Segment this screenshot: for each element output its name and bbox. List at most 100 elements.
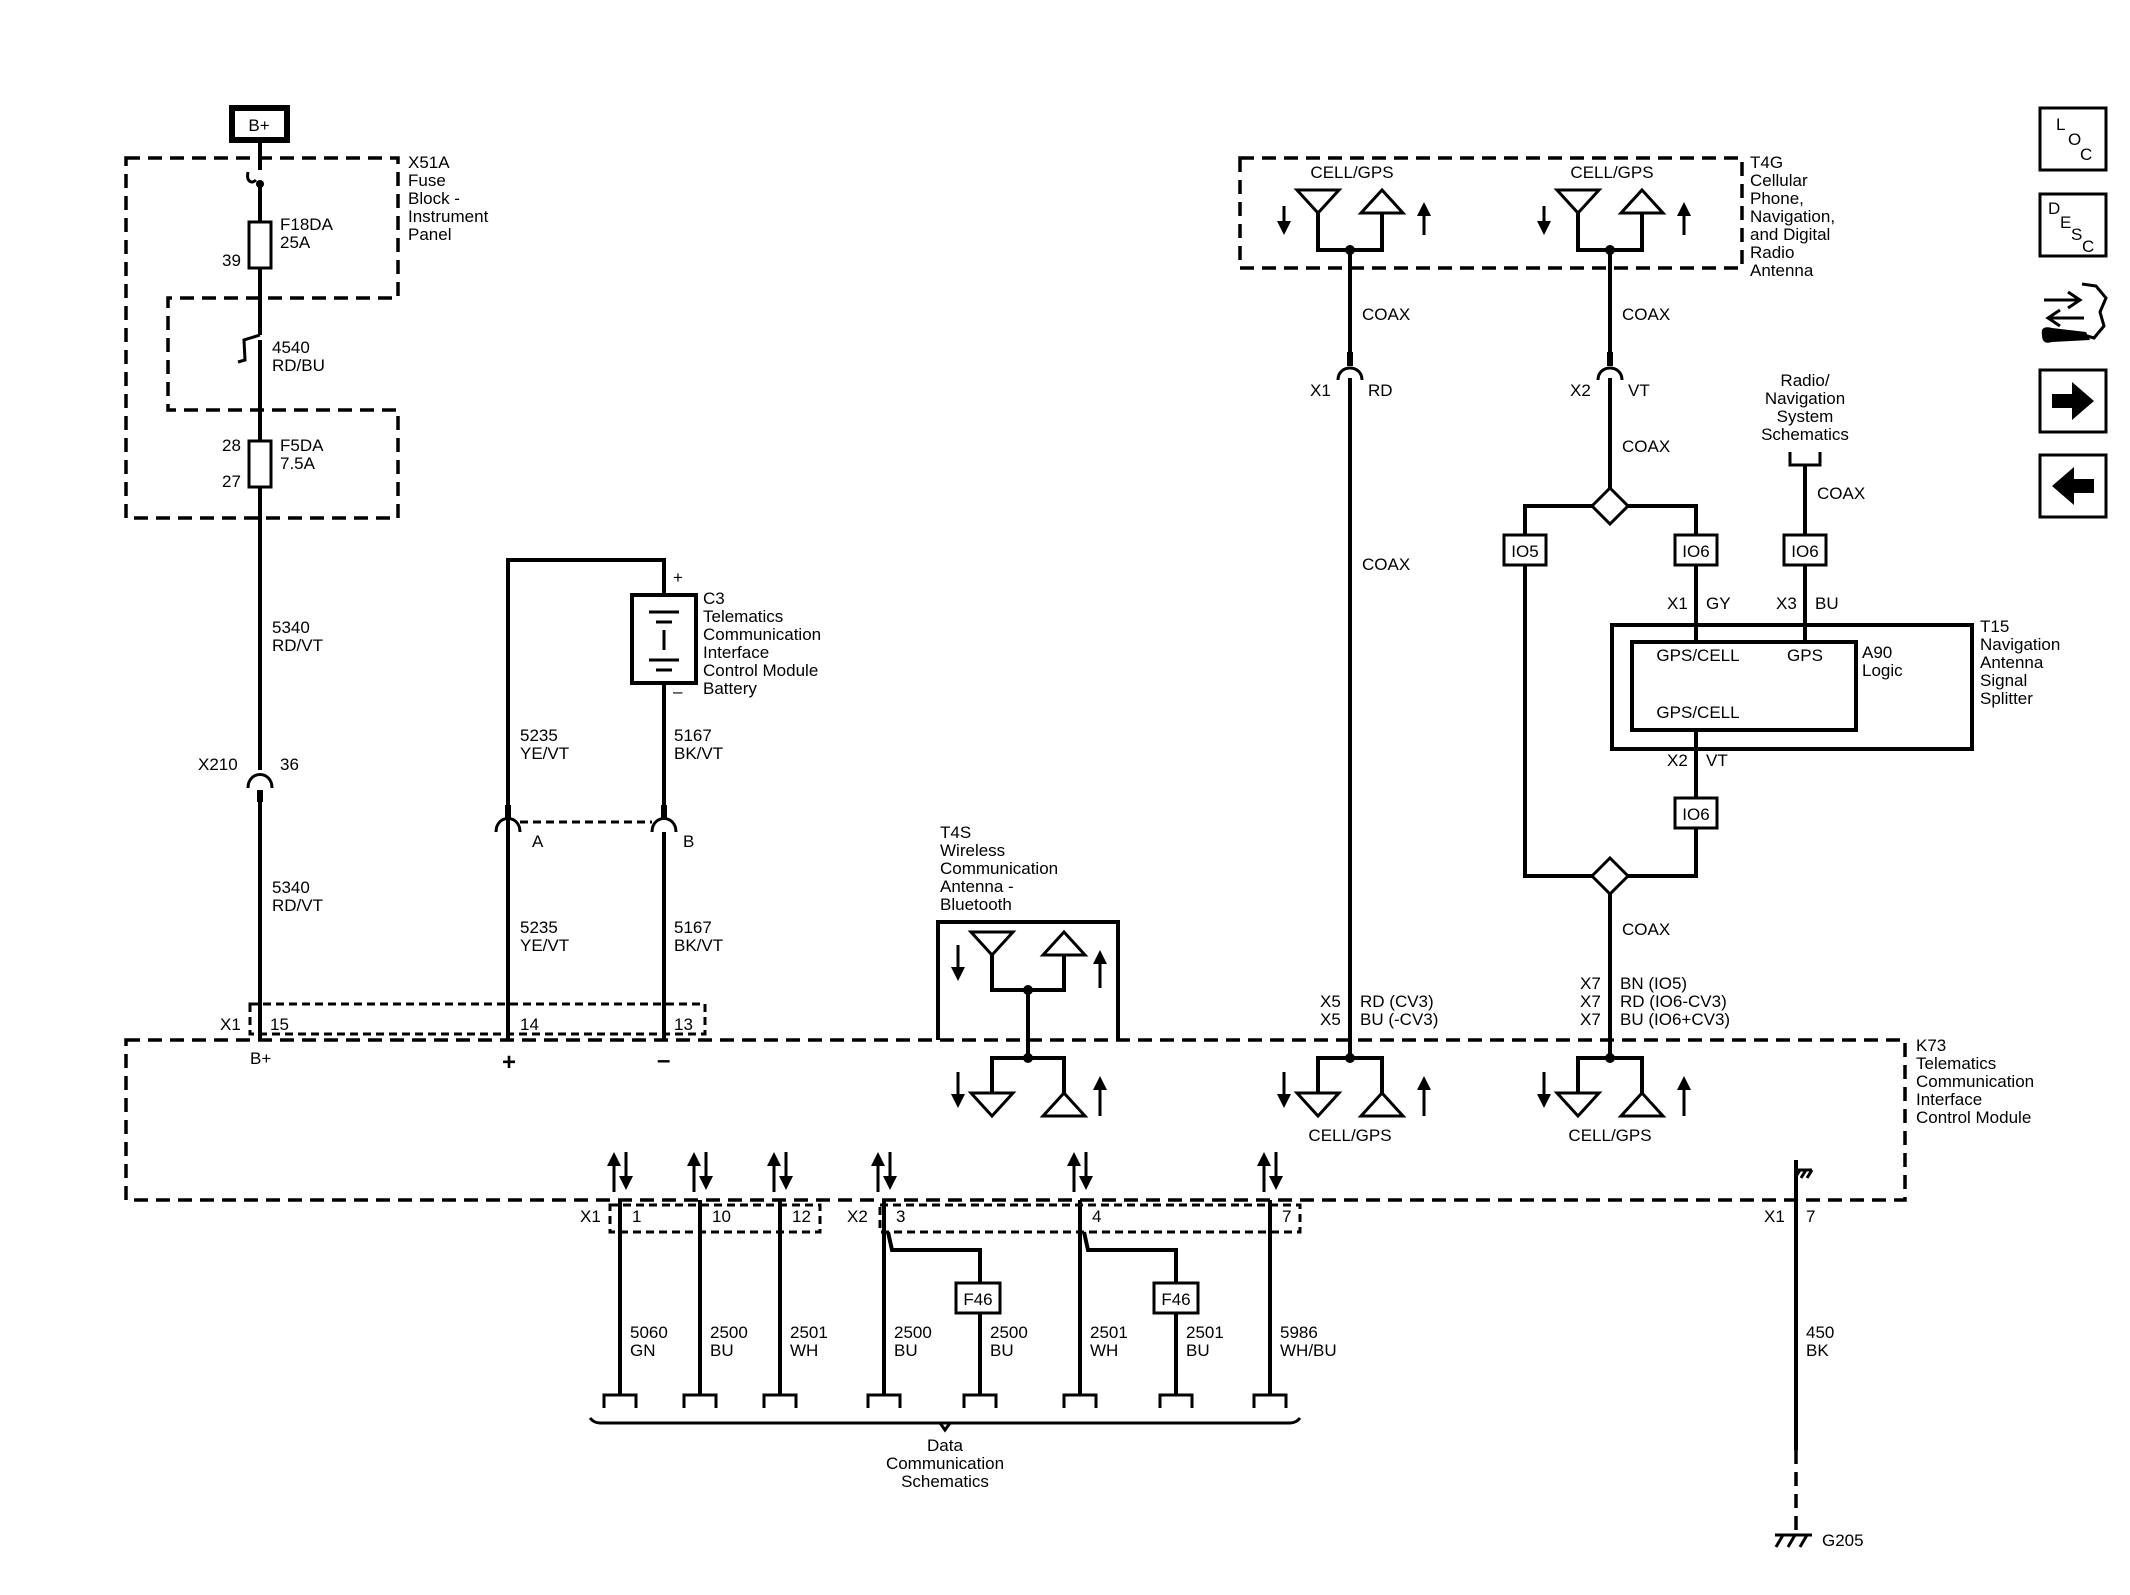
x2-conn: X2 bbox=[1570, 381, 1591, 400]
fuse-f5da-pin-in: 28 bbox=[222, 436, 241, 455]
fuse-f5da-pin-out: 27 bbox=[222, 472, 241, 491]
fuse-f18da-rating: 25A bbox=[280, 233, 311, 252]
desc-button[interactable]: D E S C bbox=[2038, 192, 2108, 258]
k73-cell-gps-antenna-1: CELL/GPS bbox=[1277, 1040, 1431, 1145]
fuse-f18da-id: F18DA bbox=[280, 215, 334, 234]
k73-top-pin-14: 14 bbox=[520, 1015, 539, 1034]
k73-ant1-label: CELL/GPS bbox=[1308, 1126, 1391, 1145]
t15-x3: X3 bbox=[1776, 594, 1797, 613]
wire-5167-upper-color: BK/VT bbox=[674, 744, 723, 763]
bottom-wire-5-circuit: 2500 bbox=[990, 1323, 1028, 1342]
wire-5340-upper-color: RD/VT bbox=[272, 636, 323, 655]
wire-5167-lower-color: BK/VT bbox=[674, 936, 723, 955]
io5-label-left: IO5 bbox=[1511, 542, 1538, 561]
f46-box-1 bbox=[954, 1281, 1002, 1315]
bottom-wire-2-color: BU bbox=[710, 1341, 734, 1360]
wire-5235-upper-circuit: 5235 bbox=[520, 726, 558, 745]
desc-letter-d: D bbox=[2048, 199, 2060, 218]
t15-name-line-2: Antenna bbox=[1980, 653, 2044, 672]
c3-name-line-5: Battery bbox=[703, 679, 757, 698]
t4g-ant1-label: CELL/GPS bbox=[1310, 163, 1393, 182]
k73-bottom-x1: X1 bbox=[580, 1207, 601, 1226]
data-comm-line-2: Communication bbox=[886, 1454, 1004, 1473]
t4g-id: T4G bbox=[1750, 153, 1783, 172]
k73-id: K73 bbox=[1916, 1036, 1946, 1055]
x1-color: RD bbox=[1368, 381, 1393, 400]
fuse-f5da-id: F5DA bbox=[280, 436, 324, 455]
previous-arrow-icon[interactable] bbox=[2038, 453, 2108, 519]
x7-conn-2: X7 bbox=[1580, 992, 1601, 1011]
fuse-f18da-pin: 39 bbox=[222, 251, 241, 270]
t4s-id: T4S bbox=[940, 823, 971, 842]
next-arrow-icon[interactable] bbox=[2038, 368, 2108, 434]
coax-label-2: COAX bbox=[1362, 555, 1410, 574]
bottom-wire-5-color: BU bbox=[990, 1341, 1014, 1360]
c3-id: C3 bbox=[703, 589, 725, 608]
f46-label-1: F46 bbox=[963, 1290, 992, 1309]
bottom-wire-6-circuit: 2501 bbox=[1090, 1323, 1128, 1342]
ground-pin-7: 7 bbox=[1806, 1207, 1815, 1226]
data-communication-wires: X1 1 10 12 X2 3 4 7 F46 F46 5060 GN 2500… bbox=[580, 1200, 1337, 1491]
wire-5167-lower-circuit: 5167 bbox=[674, 918, 712, 937]
data-comm-line-1: Data bbox=[927, 1436, 963, 1455]
io6-label-radio: IO6 bbox=[1791, 542, 1818, 561]
c3-plus: + bbox=[673, 568, 683, 587]
k73-top-pin-15: 15 bbox=[270, 1015, 289, 1034]
t4g-name-line-1: Cellular bbox=[1750, 171, 1808, 190]
k73-top-x1: X1 bbox=[220, 1015, 241, 1034]
a90-logic-box bbox=[1630, 640, 1858, 732]
x51a-name-line-1: Fuse bbox=[408, 171, 446, 190]
coax-label-3: COAX bbox=[1622, 305, 1670, 324]
k73-x1-bottom-connector bbox=[608, 1203, 822, 1234]
bottom-wire-3-circuit: 2501 bbox=[790, 1323, 828, 1342]
x7-conn-1: X7 bbox=[1580, 974, 1601, 993]
bottom-wire-7-circuit: 2501 bbox=[1186, 1323, 1224, 1342]
t15-bu: BU bbox=[1815, 594, 1839, 613]
io6-label-upper: IO6 bbox=[1682, 542, 1709, 561]
wire-5167-upper-circuit: 5167 bbox=[674, 726, 712, 745]
coax-label-4: COAX bbox=[1622, 437, 1670, 456]
k73-module: X1 15 14 13 B+ + – K73 Telematics Commun… bbox=[124, 1002, 2034, 1202]
t4g-name-line-4: and Digital bbox=[1750, 225, 1830, 244]
fuse-f18da bbox=[247, 220, 273, 270]
x7-line-1: BN (IO5) bbox=[1620, 974, 1687, 993]
c3-name-line-1: Telematics bbox=[703, 607, 783, 626]
x51a-fuse-block-outline bbox=[124, 156, 400, 520]
a90-gps: GPS bbox=[1787, 646, 1823, 665]
t15-vt: VT bbox=[1706, 751, 1728, 770]
t4g-outline bbox=[1238, 156, 1744, 270]
bottom-wire-6-color: WH bbox=[1090, 1341, 1118, 1360]
radio-ref-line-3: System bbox=[1777, 407, 1834, 426]
wire-5235-lower-color: YE/VT bbox=[520, 936, 569, 955]
t15-gy: GY bbox=[1706, 594, 1731, 613]
io6-label-lower: IO6 bbox=[1682, 805, 1709, 824]
k73-bottom-pin-12: 12 bbox=[792, 1207, 811, 1226]
t15-name-line-4: Splitter bbox=[1980, 689, 2033, 708]
k73-ant2-label: CELL/GPS bbox=[1568, 1126, 1651, 1145]
desc-letter-e: E bbox=[2060, 213, 2071, 232]
x51a-id: X51A bbox=[408, 153, 450, 172]
a90-sub: Logic bbox=[1862, 661, 1903, 680]
coax-run-cv3: COAX X1 RD COAX X5 RD (CV3) X5 BU (-CV3) bbox=[1310, 250, 1438, 1058]
k73-module-outline bbox=[124, 1038, 1907, 1202]
loc-button[interactable]: L O C bbox=[2038, 106, 2108, 172]
desc-letter-s: S bbox=[2071, 225, 2082, 244]
t15-id: T15 bbox=[1980, 617, 2009, 636]
t15-x2: X2 bbox=[1667, 751, 1688, 770]
coax-label-1: COAX bbox=[1362, 305, 1410, 324]
coax-label-5: COAX bbox=[1817, 484, 1865, 503]
k73-top-connector-outline bbox=[248, 1002, 707, 1036]
k73-bottom-pin-7: 7 bbox=[1282, 1207, 1291, 1226]
bottom-wire-8-color: WH/BU bbox=[1280, 1341, 1337, 1360]
x51a-name-line-3: Instrument bbox=[408, 207, 489, 226]
a90-id: A90 bbox=[1862, 643, 1892, 662]
component-connector-icon[interactable] bbox=[2041, 282, 2108, 343]
k73-name-line-2: Communication bbox=[1916, 1072, 2034, 1091]
bottom-wire-1-color: GN bbox=[630, 1341, 656, 1360]
f46-label-2: F46 bbox=[1161, 1290, 1190, 1309]
k73-bottom-pin-3: 3 bbox=[896, 1207, 905, 1226]
radio-ref-line-4: Schematics bbox=[1761, 425, 1849, 444]
power-feed-circuit: B+ X51A Fuse Block - Instrument Panel F1… bbox=[124, 105, 489, 1040]
io6-box-lower bbox=[1673, 796, 1719, 830]
